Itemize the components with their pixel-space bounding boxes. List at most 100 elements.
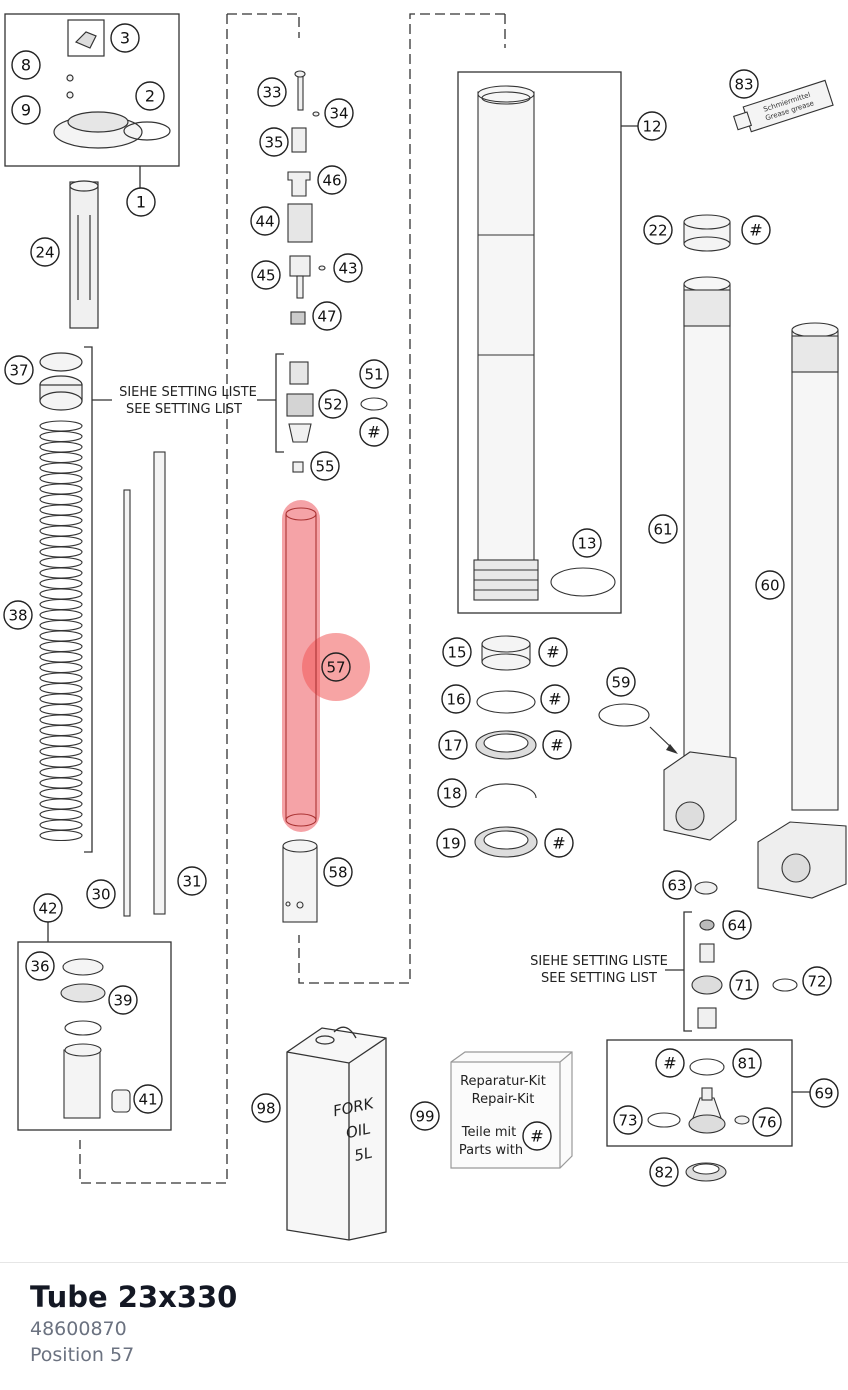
- callout-3[interactable]: 3: [110, 23, 140, 53]
- callout-label: 64: [727, 917, 746, 935]
- callout-kit[interactable]: #: [522, 1121, 552, 1151]
- callout-41[interactable]: 41: [133, 1084, 163, 1114]
- callout-63[interactable]: 63: [662, 870, 692, 900]
- callout-73[interactable]: 73: [613, 1105, 643, 1135]
- callout-39[interactable]: 39: [108, 985, 138, 1015]
- callout-label: #: [552, 834, 565, 853]
- callout-33[interactable]: 33: [257, 77, 287, 107]
- callout-35[interactable]: 35: [259, 127, 289, 157]
- callout-60[interactable]: 60: [755, 570, 785, 600]
- callout-circle: [741, 215, 771, 245]
- callout-2[interactable]: 2: [135, 81, 165, 111]
- callout-38[interactable]: 38: [3, 600, 33, 630]
- callout-24[interactable]: 24: [30, 237, 60, 267]
- callout-circle: [317, 165, 347, 195]
- callout-16h[interactable]: #: [540, 684, 570, 714]
- callout-label: 15: [447, 644, 466, 662]
- part-number: 48600870: [30, 1318, 127, 1340]
- callout-61[interactable]: 61: [648, 514, 678, 544]
- callout-circle: [722, 910, 752, 940]
- callout-label: #: [548, 690, 561, 709]
- callout-label: 34: [329, 105, 348, 123]
- callout-76[interactable]: 76: [752, 1107, 782, 1137]
- callout-22[interactable]: 22: [643, 215, 673, 245]
- callout-98[interactable]: 98: [251, 1093, 281, 1123]
- callout-17h[interactable]: #: [542, 730, 572, 760]
- callout-42[interactable]: 42: [33, 893, 63, 923]
- callout-label: 24: [35, 244, 54, 262]
- part-info-panel: Tube 23x330 48600870 Position 57: [30, 1278, 237, 1368]
- callout-69[interactable]: 69: [809, 1078, 839, 1108]
- callout-circle: [251, 260, 281, 290]
- callout-64[interactable]: 64: [722, 910, 752, 940]
- callout-19h[interactable]: #: [544, 828, 574, 858]
- callout-13[interactable]: 13: [572, 528, 602, 558]
- callout-circle: [25, 951, 55, 981]
- callout-47[interactable]: 47: [312, 301, 342, 331]
- callout-8[interactable]: 8: [11, 50, 41, 80]
- part-title: Tube 23x330: [30, 1280, 238, 1314]
- callout-9[interactable]: 9: [11, 95, 41, 125]
- callout-52[interactable]: 52: [318, 389, 348, 419]
- callout-label: 46: [322, 172, 341, 190]
- tube-57-highlight[interactable]: [282, 500, 370, 832]
- callout-30[interactable]: 30: [86, 879, 116, 909]
- callout-label: 22: [648, 222, 667, 240]
- callout-circle: [333, 253, 363, 283]
- callout-59[interactable]: 59: [606, 667, 636, 697]
- callout-circle: [3, 600, 33, 630]
- callout-label: 45: [256, 267, 275, 285]
- callout-36[interactable]: 36: [25, 951, 55, 981]
- callout-81[interactable]: 81: [732, 1048, 762, 1078]
- callout-circle: [442, 637, 472, 667]
- callout-46[interactable]: 46: [317, 165, 347, 195]
- callout-16[interactable]: 16: [441, 684, 471, 714]
- callout-12[interactable]: 12: [637, 111, 667, 141]
- callout-label: 72: [807, 973, 826, 991]
- callout-18[interactable]: 18: [437, 778, 467, 808]
- callout-82[interactable]: 82: [649, 1157, 679, 1187]
- callout-circle: [324, 98, 354, 128]
- callout-label: 55: [315, 458, 334, 476]
- callout-label: 59: [611, 674, 630, 692]
- repair-kit-text-3: Teile mit: [461, 1125, 516, 1140]
- callout-circle: [437, 778, 467, 808]
- callout-43[interactable]: 43: [333, 253, 363, 283]
- callout-1[interactable]: 1: [126, 187, 156, 217]
- callout-51[interactable]: 51: [359, 359, 389, 389]
- callout-99[interactable]: 99: [410, 1101, 440, 1131]
- assembly-1-box: [4, 13, 180, 167]
- callout-17[interactable]: 17: [438, 730, 468, 760]
- callout-label: 9: [21, 101, 31, 120]
- callout-52h[interactable]: #: [359, 417, 389, 447]
- callout-circle: [648, 514, 678, 544]
- callout-label: 18: [442, 785, 461, 803]
- callout-45[interactable]: 45: [251, 260, 281, 290]
- callout-72[interactable]: 72: [802, 966, 832, 996]
- callout-15h[interactable]: #: [538, 637, 568, 667]
- callout-label: 16: [446, 691, 465, 709]
- callout-circle: [572, 528, 602, 558]
- callout-57[interactable]: 57: [321, 652, 351, 682]
- callout-37[interactable]: 37: [4, 355, 34, 385]
- callout-31[interactable]: 31: [177, 866, 207, 896]
- callout-55[interactable]: 55: [310, 451, 340, 481]
- callout-83[interactable]: 83: [729, 69, 759, 99]
- callout-71[interactable]: 71: [729, 970, 759, 1000]
- callout-34[interactable]: 34: [324, 98, 354, 128]
- callout-label: #: [550, 736, 563, 755]
- callout-label: 36: [30, 958, 49, 976]
- repair-kit-text-1: Reparatur-Kit: [460, 1074, 546, 1089]
- callout-circle: [662, 870, 692, 900]
- callout-circle: [251, 1093, 281, 1123]
- callout-19[interactable]: 19: [436, 828, 466, 858]
- callout-22h[interactable]: #: [741, 215, 771, 245]
- callout-15[interactable]: 15: [442, 637, 472, 667]
- callout-58[interactable]: 58: [323, 857, 353, 887]
- divider: [0, 1262, 848, 1263]
- callout-circle: [542, 730, 572, 760]
- callout-label: 3: [120, 29, 130, 48]
- callout-81h[interactable]: #: [655, 1048, 685, 1078]
- callout-circle: [729, 970, 759, 1000]
- callout-44[interactable]: 44: [250, 206, 280, 236]
